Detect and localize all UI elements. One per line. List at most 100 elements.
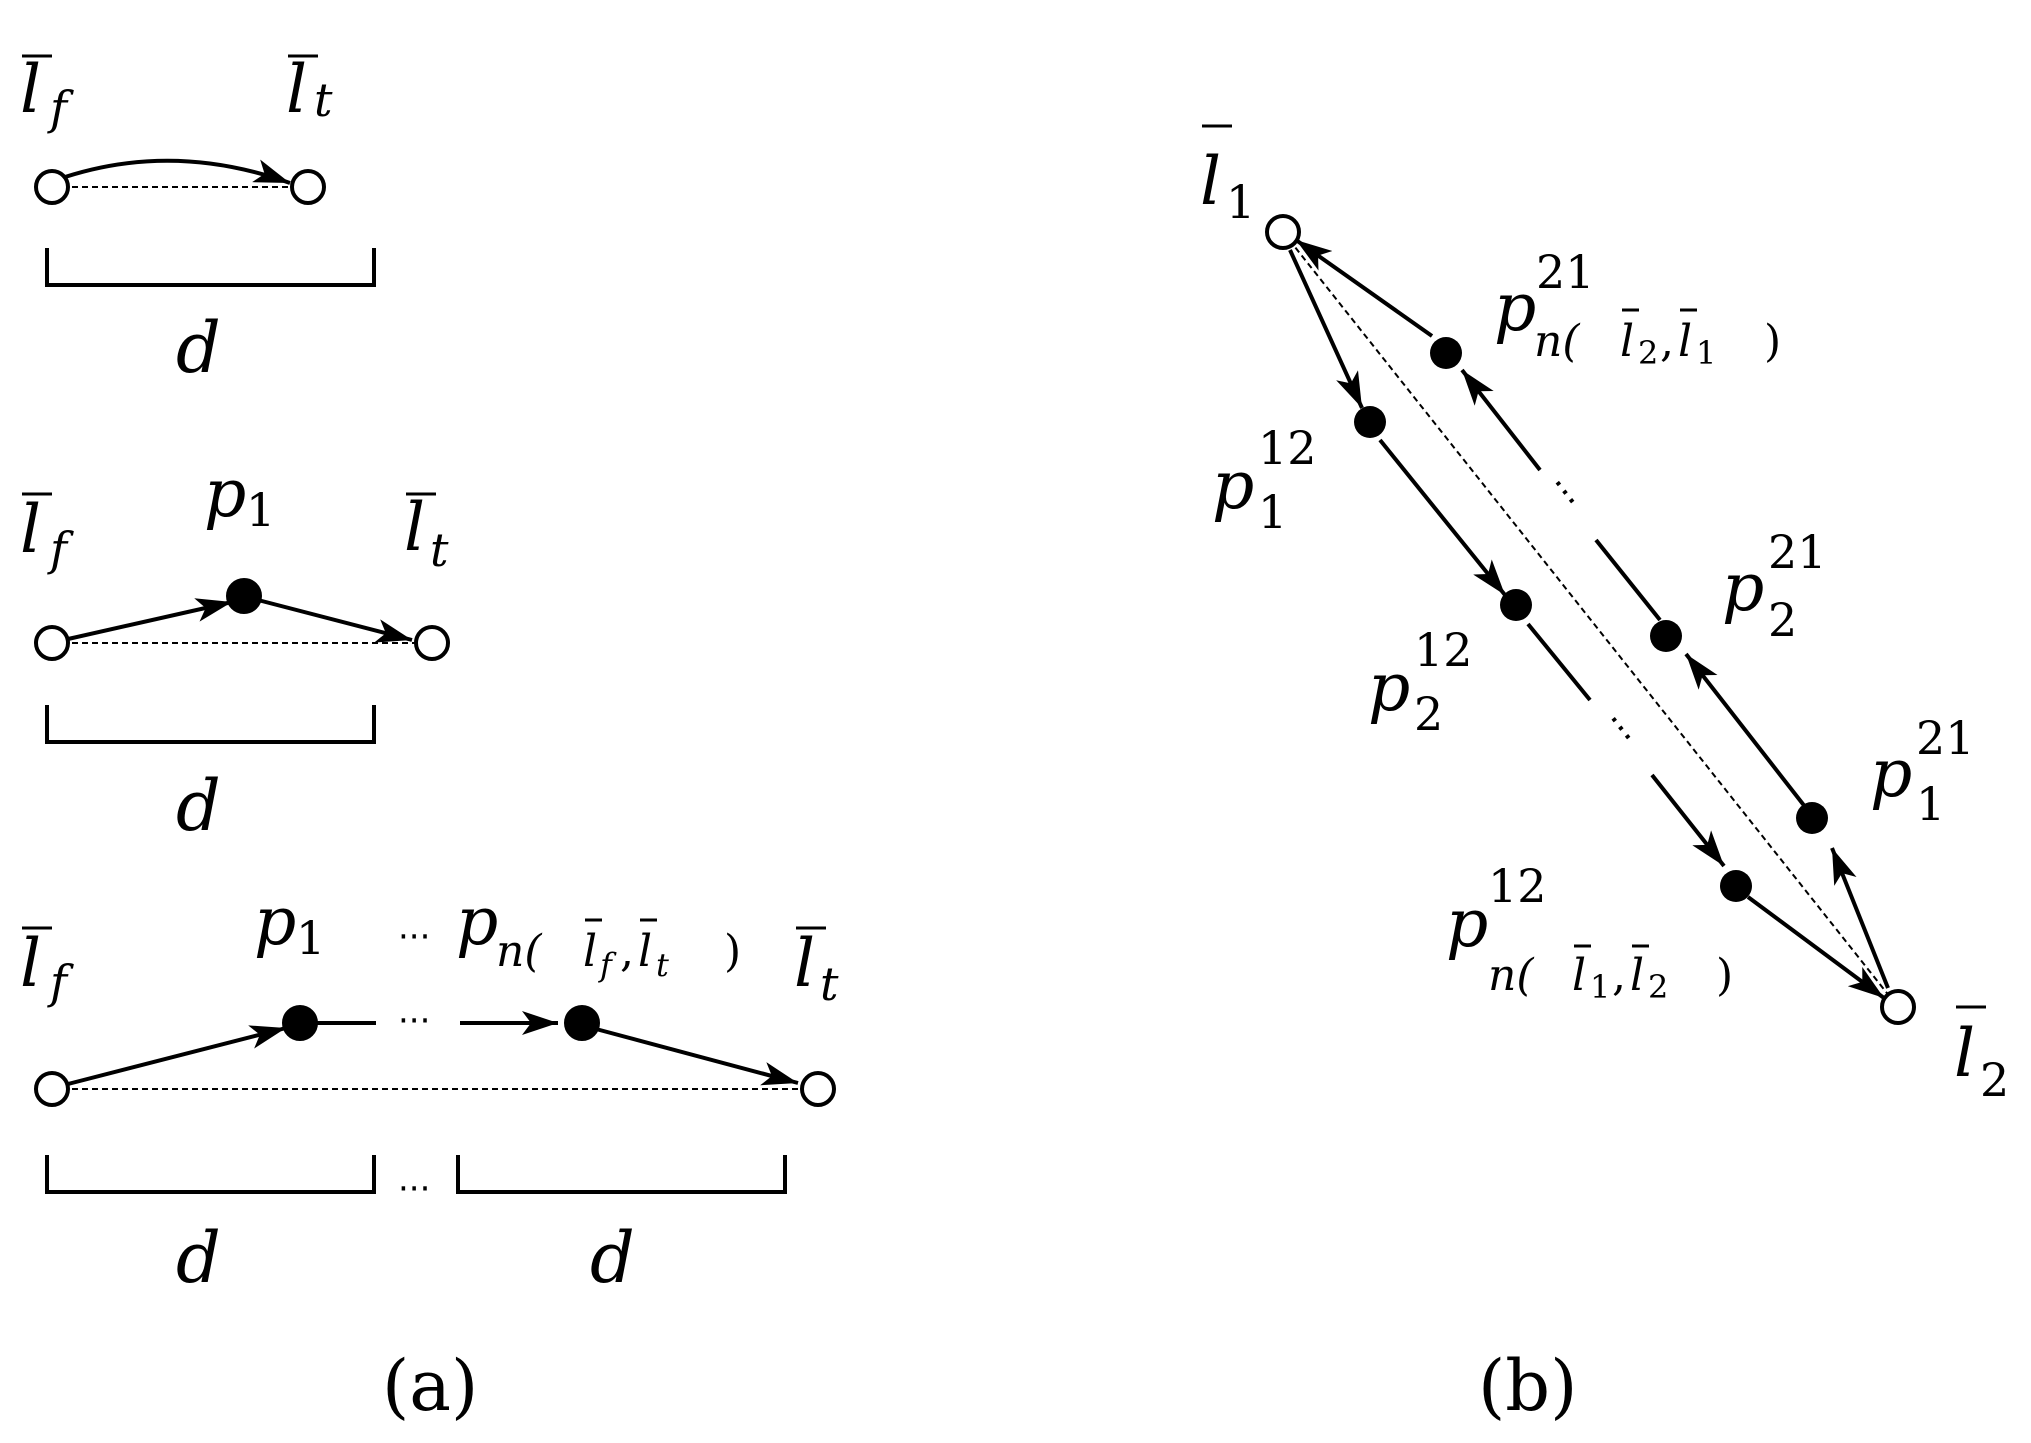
- row2-to-node: [414, 625, 450, 661]
- row2: l f p 1 l t d: [20, 455, 450, 847]
- row1-to-label: l: [286, 51, 307, 128]
- b-arrow-l2-p21-1: [1830, 847, 1890, 989]
- b-p21n-sub: n(: [1534, 316, 1580, 367]
- b-node-p12-2: [1500, 589, 1532, 621]
- row1-from-node: [34, 169, 70, 205]
- row3-bracket-2: [456, 1155, 787, 1194]
- b-p12-1-sub: 1: [1258, 485, 1287, 539]
- row2-to-label: l: [404, 489, 425, 566]
- row2-from-sub: f: [47, 522, 74, 576]
- b-p21-2-sup: 21: [1768, 525, 1827, 579]
- b-p12n-sub-l2: l: [1630, 950, 1644, 1001]
- b-p12n-sub-l1-sub: 1: [1590, 968, 1610, 1006]
- row2-from-node: [34, 625, 70, 661]
- row3-bracket-1: [45, 1155, 376, 1194]
- b-arrow-to-p12-n: [1650, 773, 1726, 868]
- b-p12n-base: p: [1446, 885, 1488, 962]
- b-p12-2-sup: 12: [1414, 623, 1473, 677]
- row3-pn-node: [564, 1005, 600, 1041]
- row3-pn-sub-l2: l: [638, 926, 652, 977]
- b-p21n-sub-comma: ,: [1660, 316, 1674, 367]
- b-p21-1-sub: 1: [1916, 777, 1945, 831]
- b-p21n-sub-l2: l: [1678, 316, 1692, 367]
- panel-b: ··· ··· l 1 l 2 p 21 n( l 2 ,: [1200, 124, 2009, 1427]
- row3-to-sub: t: [820, 957, 839, 1011]
- b-p21n-sub-l2-sub: 1: [1696, 334, 1716, 372]
- row3-from-label: l: [20, 925, 41, 1002]
- b-l2-sub: 2: [1980, 1053, 2009, 1107]
- row3-pn-sub-l1: l: [583, 926, 597, 977]
- b-p21n-sup: 21: [1536, 245, 1595, 299]
- b-p12-1-base: p: [1212, 447, 1254, 524]
- row1: l f l t d: [20, 51, 376, 389]
- row2-bracket: [45, 705, 376, 744]
- row1-arc-arrow: [55, 158, 291, 185]
- b-l2-label: l: [1954, 1015, 1975, 1092]
- b-p12n-sub-l1: l: [1572, 950, 1586, 1001]
- row3-dist-1: d: [176, 1217, 221, 1299]
- row1-dist: d: [176, 307, 221, 389]
- b-p21-1-sup: 21: [1916, 711, 1975, 765]
- row3-p1-node: [282, 1005, 318, 1041]
- row3-p1-sub: 1: [296, 911, 325, 965]
- b-node-p21-2: [1650, 620, 1682, 652]
- b-node-p21-n: [1430, 337, 1462, 369]
- row2-mid-label: p: [204, 455, 246, 532]
- row3-pn-sub-close: ): [724, 926, 741, 977]
- row3-pn-sub-l2-sub: t: [656, 946, 669, 984]
- b-p21-2-sub: 2: [1768, 593, 1797, 647]
- b-p21n-base: p: [1494, 269, 1536, 346]
- b-p12n-sup: 12: [1488, 859, 1547, 913]
- row3-pn-sub: n(: [496, 926, 542, 977]
- row3: ··· l f p 1 ··· p n( l f , l t ) l: [20, 883, 839, 1299]
- b-p12-2-sub: 2: [1414, 687, 1443, 741]
- row2-arrow-2: [257, 598, 413, 643]
- b-p21n-sub-close: ): [1764, 316, 1781, 367]
- row3-pn-label: p: [456, 883, 498, 960]
- b-arrow-p21-1-p21-2: [1684, 652, 1808, 810]
- b-p21-1-base: p: [1870, 735, 1912, 812]
- b-node-l1: [1265, 214, 1301, 250]
- row3-ellipsis-line: ···: [398, 1001, 430, 1041]
- b-p21n-sub-l1-sub: 2: [1638, 334, 1658, 372]
- b-arrow-to-p21-n: [1460, 368, 1542, 472]
- b-node-l2: [1880, 989, 1916, 1025]
- row1-from-sub: f: [47, 81, 74, 135]
- b-p12-2-base: p: [1368, 649, 1410, 726]
- row3-ellipsis-top: ···: [398, 917, 430, 957]
- b-p21-2-base: p: [1722, 549, 1764, 626]
- row1-to-node: [290, 169, 326, 205]
- row1-from-label: l: [20, 51, 41, 128]
- b-p12n-sub-comma: ,: [1612, 950, 1626, 1001]
- b-dashed-direct: [1282, 231, 1899, 1008]
- b-p12n-sub-close: ): [1716, 950, 1733, 1001]
- b-node-p12-1: [1354, 406, 1386, 438]
- b-p12n-sub: n(: [1488, 950, 1534, 1001]
- b-p12n-sub-l2-sub: 2: [1648, 968, 1668, 1006]
- b-ellipsis-upper: ···: [1539, 468, 1590, 518]
- row3-from-sub: f: [47, 955, 74, 1009]
- b-ellipsis-lower: ···: [1595, 704, 1646, 754]
- b-p12-1-sup: 12: [1258, 421, 1317, 475]
- b-node-p21-1: [1796, 802, 1828, 834]
- row2-from-label: l: [20, 491, 41, 568]
- b-seg-after-p12-2: [1526, 622, 1592, 702]
- panel-a: l f l t d l f p 1 l t d: [20, 51, 839, 1427]
- row3-ellipsis-bracket: ···: [398, 1169, 430, 1209]
- row1-bracket: [45, 248, 376, 287]
- b-l1-label: l: [1200, 143, 1221, 220]
- row2-mid-node: [226, 578, 262, 614]
- row3-arrow-1: [67, 1025, 287, 1086]
- row3-dist-2: d: [590, 1217, 635, 1299]
- row2-to-sub: t: [430, 523, 449, 577]
- panel-b-caption: (b): [1478, 1345, 1577, 1427]
- b-p21n-sub-l1: l: [1620, 316, 1634, 367]
- row2-dist: d: [176, 765, 221, 847]
- row3-to-node: [800, 1071, 836, 1107]
- row3-arrow-last: [595, 1027, 799, 1086]
- row2-mid-sub: 1: [246, 483, 275, 537]
- b-l1-sub: 1: [1226, 175, 1255, 229]
- row3-from-node: [34, 1071, 70, 1107]
